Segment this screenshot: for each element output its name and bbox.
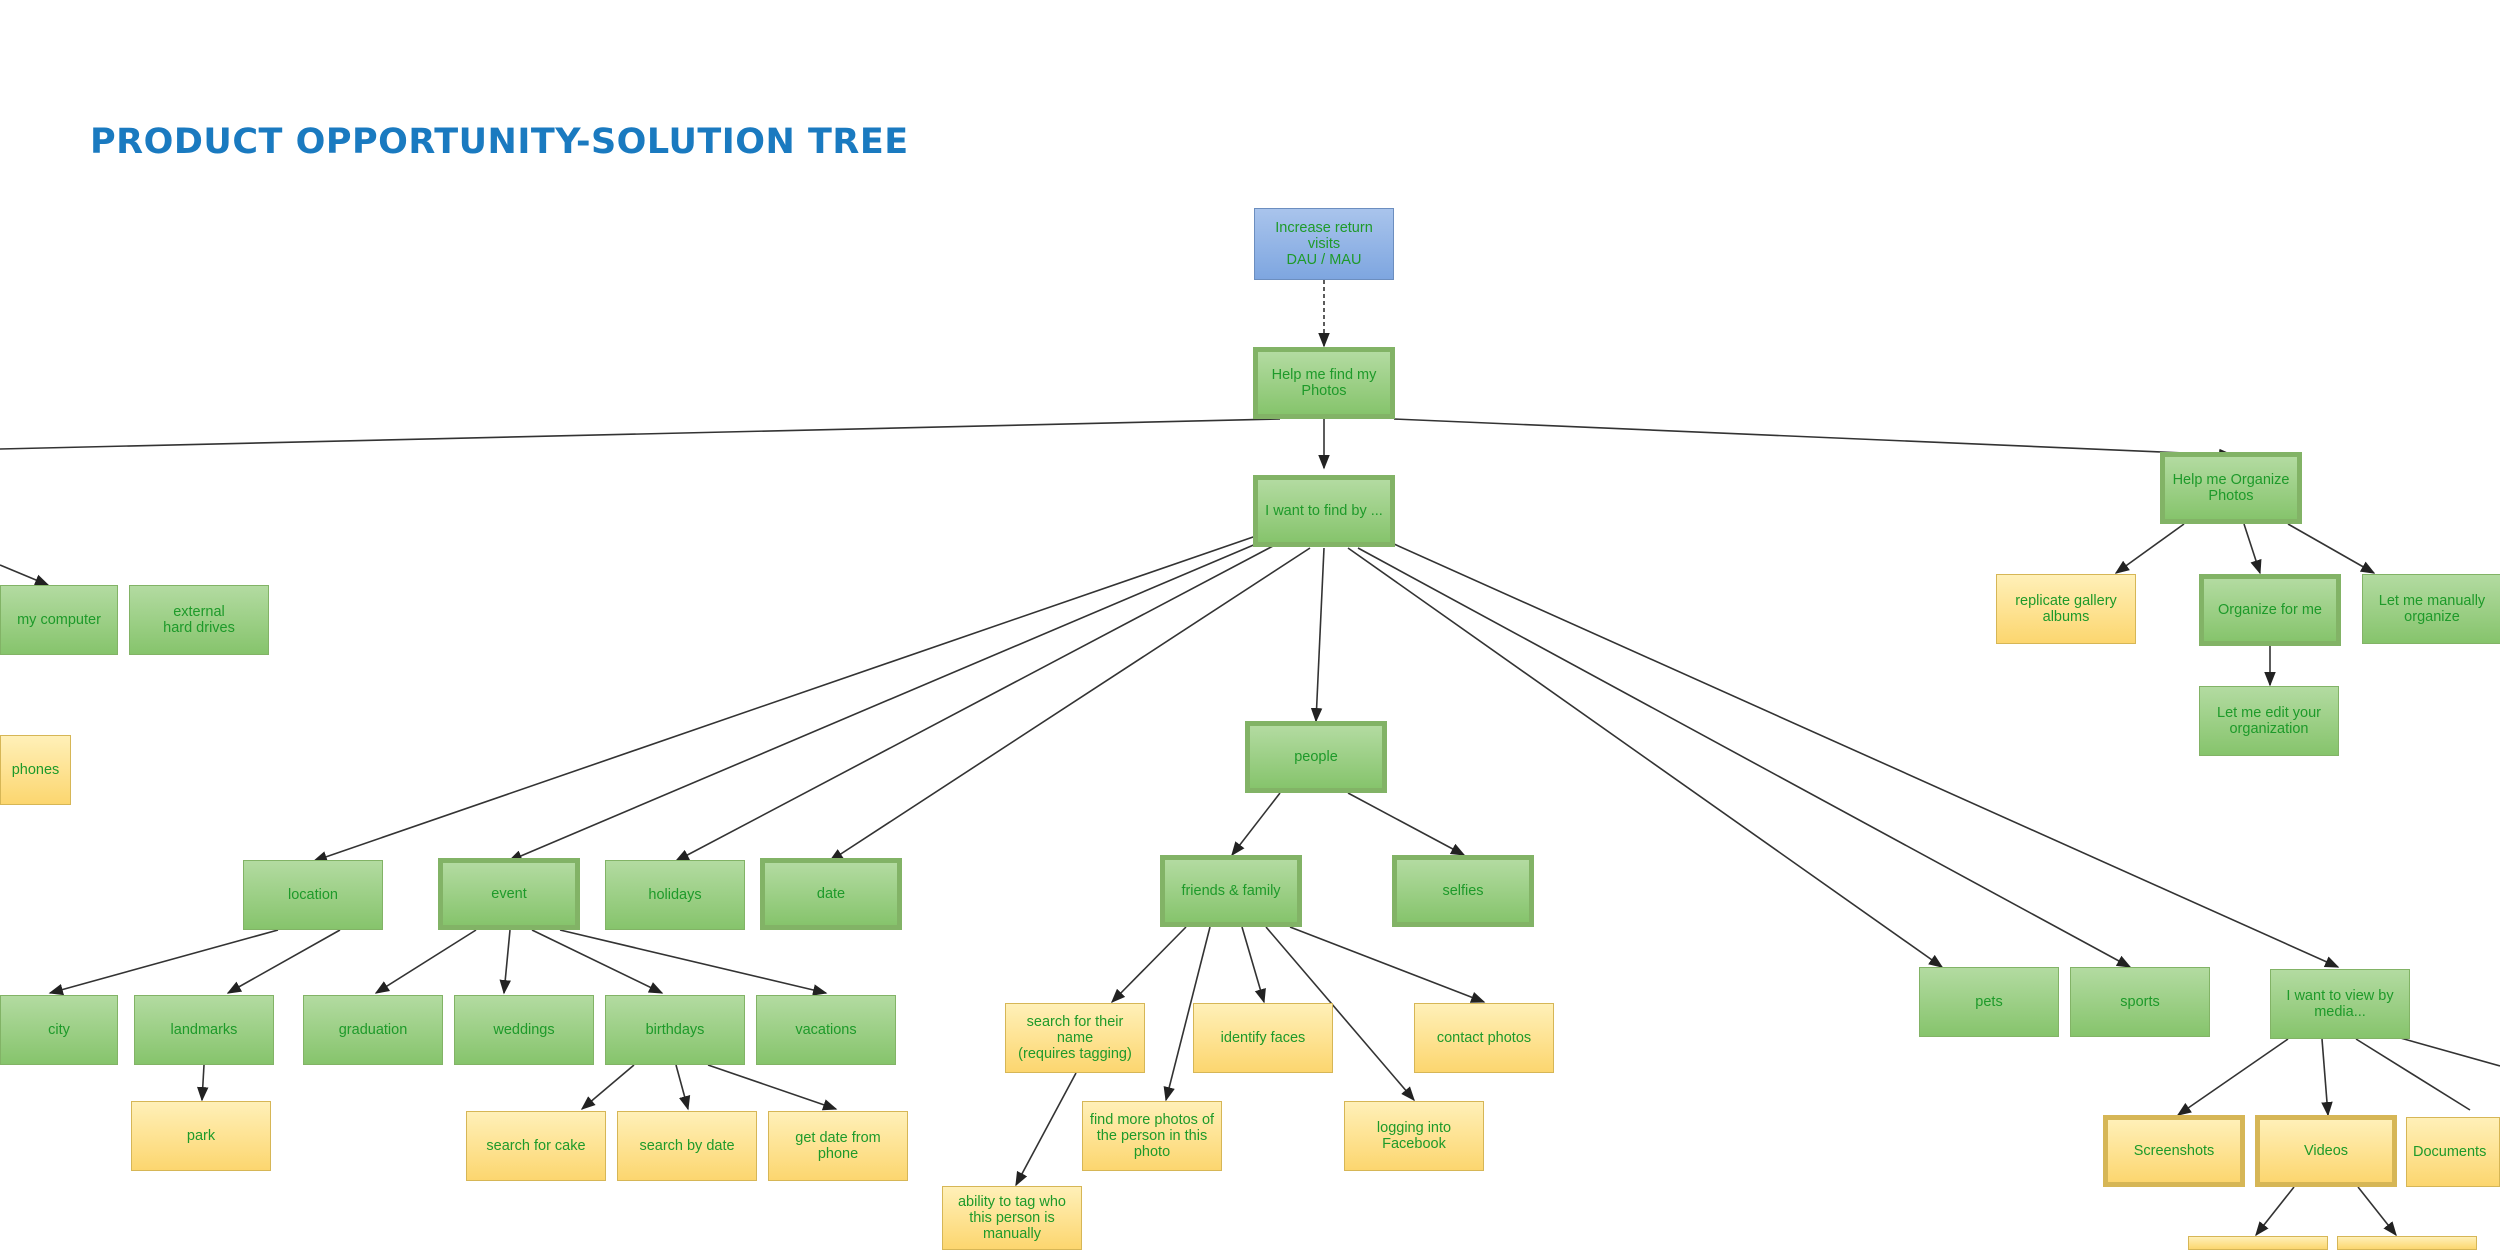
node-vacations[interactable]: vacations bbox=[756, 995, 896, 1065]
edge-media-videos bbox=[2321, 1038, 2333, 1117]
node-tag-manually[interactable]: ability to tag who this person is manual… bbox=[942, 1186, 1082, 1250]
edge-friends-name bbox=[1110, 926, 1187, 1004]
node-park[interactable]: park bbox=[131, 1101, 271, 1171]
node-identify-faces[interactable]: identify faces bbox=[1193, 1003, 1333, 1073]
node-search-name[interactable]: search for their name (requires tagging) bbox=[1005, 1003, 1145, 1073]
node-increase-return-visits[interactable]: Increase return visits DAU / MAU bbox=[1254, 208, 1394, 280]
edge-organize-formie bbox=[2243, 523, 2262, 575]
node-location[interactable]: location bbox=[243, 860, 383, 930]
edge-location-city bbox=[48, 929, 279, 996]
edge-birthdays-getdate bbox=[707, 1064, 838, 1111]
edge-findby-pets bbox=[1347, 547, 1944, 968]
edge-organize-replicate bbox=[2114, 523, 2185, 574]
node-edit-organization[interactable]: Let me edit your organization bbox=[2199, 686, 2339, 756]
edge-findby-location bbox=[312, 535, 1257, 863]
node-my-computer[interactable]: my computer bbox=[0, 585, 118, 655]
edge-event-weddings bbox=[499, 929, 511, 995]
edge-findby-date bbox=[828, 547, 1311, 862]
node-manual-organize[interactable]: Let me manually organize bbox=[2362, 574, 2500, 644]
node-organize-for-me[interactable]: Organize for me bbox=[2199, 574, 2341, 646]
node-holidays[interactable]: holidays bbox=[605, 860, 745, 930]
node-birthdays[interactable]: birthdays bbox=[605, 995, 745, 1065]
node-videos[interactable]: Videos bbox=[2255, 1115, 2397, 1187]
node-offscreen-right[interactable] bbox=[2337, 1236, 2477, 1250]
node-facebook-login[interactable]: logging into Facebook bbox=[1344, 1101, 1484, 1171]
node-sports[interactable]: sports bbox=[2070, 967, 2210, 1037]
node-date[interactable]: date bbox=[760, 858, 902, 930]
edge-birthdays-date bbox=[675, 1064, 691, 1111]
edge-people-friends bbox=[1231, 792, 1281, 857]
node-get-date-phone[interactable]: get date from phone bbox=[768, 1111, 908, 1181]
edge-videos-left bbox=[2255, 1186, 2295, 1237]
node-help-find-photos[interactable]: Help me find my Photos bbox=[1253, 347, 1395, 419]
node-help-organize[interactable]: Help me Organize Photos bbox=[2160, 452, 2302, 524]
edge-organize-manual bbox=[2287, 523, 2376, 574]
edge-left-computer bbox=[0, 564, 50, 586]
edge-findby-sports bbox=[1357, 547, 2132, 968]
node-phones[interactable]: phones bbox=[0, 735, 71, 805]
node-view-by-media[interactable]: I want to view by media... bbox=[2270, 969, 2410, 1039]
edge-location-landmarks bbox=[226, 929, 341, 994]
edge-findby-event bbox=[507, 540, 1264, 862]
node-friends-family[interactable]: friends & family bbox=[1160, 855, 1302, 927]
node-graduation[interactable]: graduation bbox=[303, 995, 443, 1065]
edge-findby-media bbox=[1393, 543, 2340, 968]
node-pets[interactable]: pets bbox=[1919, 967, 2059, 1037]
edge-videos-right bbox=[2357, 1186, 2397, 1237]
edge-friends-identify bbox=[1241, 926, 1266, 1004]
node-landmarks[interactable]: landmarks bbox=[134, 995, 274, 1065]
node-search-by-date[interactable]: search by date bbox=[617, 1111, 757, 1181]
node-weddings[interactable]: weddings bbox=[454, 995, 594, 1065]
node-find-by[interactable]: I want to find by ... bbox=[1253, 475, 1395, 547]
node-documents[interactable]: Documents bbox=[2406, 1117, 2500, 1187]
edge-media-documents bbox=[2355, 1038, 2471, 1111]
node-event[interactable]: event bbox=[438, 858, 580, 930]
node-offscreen-left[interactable] bbox=[2188, 1236, 2328, 1250]
node-find-more-photos[interactable]: find more photos of the person in this p… bbox=[1082, 1101, 1222, 1171]
edge-birthdays-cake bbox=[580, 1064, 635, 1110]
edge-friends-contact bbox=[1289, 926, 1486, 1003]
edge-find-left bbox=[0, 418, 1281, 450]
node-selfies[interactable]: selfies bbox=[1392, 855, 1534, 927]
node-screenshots[interactable]: Screenshots bbox=[2103, 1115, 2245, 1187]
node-people[interactable]: people bbox=[1245, 721, 1387, 793]
edge-name-tag bbox=[1015, 1072, 1077, 1187]
edge-friends-findmore bbox=[1163, 926, 1211, 1102]
page-title: PRODUCT OPPORTUNITY-SOLUTION TREE bbox=[90, 122, 909, 162]
edge-event-vacations bbox=[559, 929, 828, 996]
edge-find-organize bbox=[1393, 418, 2234, 461]
node-search-cake[interactable]: search for cake bbox=[466, 1111, 606, 1181]
edge-findby-holidays bbox=[674, 545, 1274, 862]
node-contact-photos[interactable]: contact photos bbox=[1414, 1003, 1554, 1073]
edge-friends-facebook bbox=[1265, 926, 1415, 1102]
edge-landmarks-park bbox=[196, 1064, 209, 1102]
node-city[interactable]: city bbox=[0, 995, 118, 1065]
edge-media-screenshots bbox=[2176, 1038, 2289, 1116]
node-replicate-albums[interactable]: replicate gallery albums bbox=[1996, 574, 2136, 644]
edge-people-selfies bbox=[1347, 792, 1466, 856]
node-external-drives[interactable]: external hard drives bbox=[129, 585, 269, 655]
edge-findby-people bbox=[1310, 547, 1325, 723]
edge-event-birthdays bbox=[531, 929, 664, 994]
edge-event-graduation bbox=[374, 929, 477, 994]
